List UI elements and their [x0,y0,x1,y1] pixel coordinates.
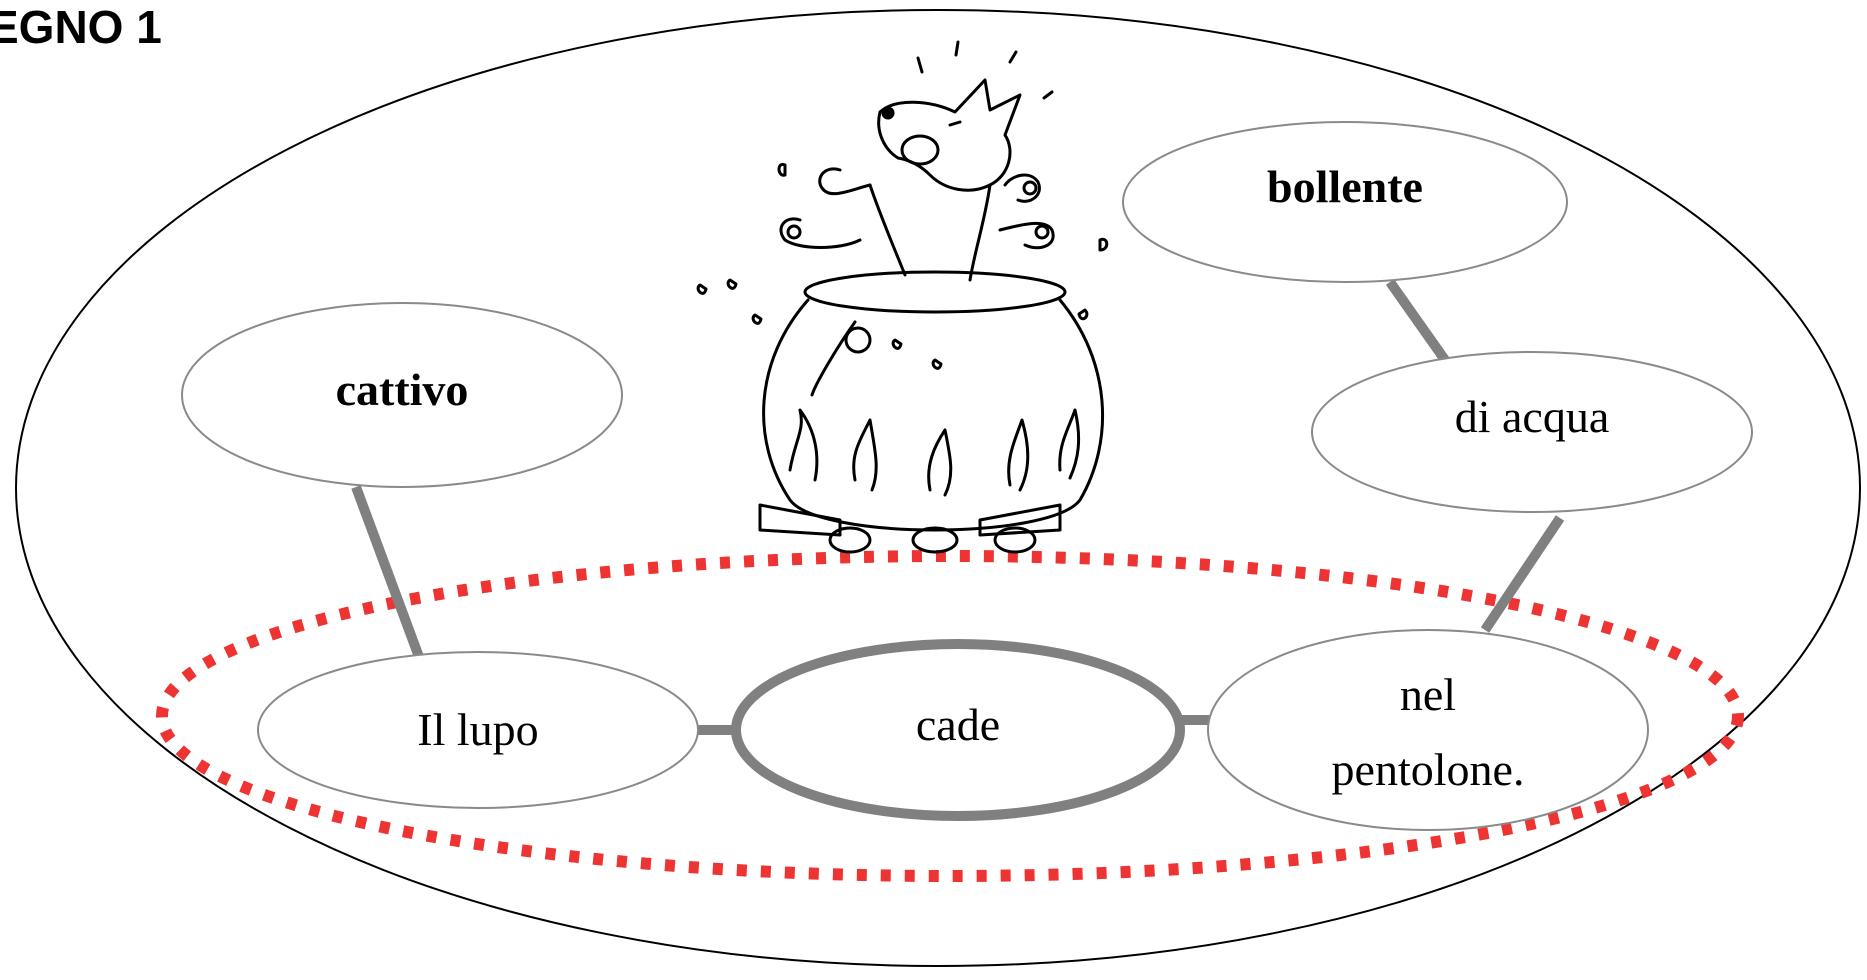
node-il-lupo-label: Il lupo [417,704,538,755]
node-pentolone: nel pentolone. [1207,629,1649,831]
connector-complement-acqua [1480,515,1565,633]
connector-subject-cattivo [351,485,427,667]
node-cattivo-label: cattivo [336,364,469,415]
node-pentolone-line1: nel [1400,669,1456,720]
node-cattivo: cattivo [181,302,623,488]
outer-ellipse [15,9,1861,967]
node-pentolone-line2: pentolone. [1332,744,1525,795]
node-bollente-label: bollente [1267,161,1423,212]
node-cade: cade [731,639,1185,821]
node-cade-label: cade [916,699,1000,750]
sentence-core-outline [156,550,1744,882]
node-di-acqua: di acqua [1311,351,1753,513]
connector-acqua-bollente [1385,279,1450,363]
node-di-acqua-label: di acqua [1455,391,1610,442]
node-il-lupo: Il lupo [257,651,699,809]
wolf-in-pot-illustration [696,40,1109,554]
diagram-heading: EGNO 1 [0,1,162,53]
node-bollente: bollente [1122,121,1568,283]
